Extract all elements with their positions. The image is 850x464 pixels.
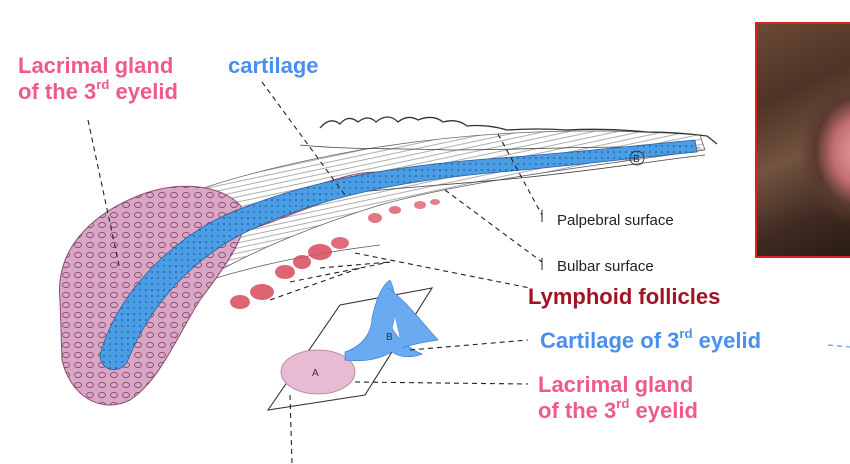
leader-lines — [87, 81, 850, 464]
bulbar-surface-label: Bulbar surface — [557, 258, 654, 275]
schematic-letter-b: B — [386, 332, 393, 343]
cartilage-3rd-eyelid-label: Cartilage of 3rd eyelid — [540, 325, 762, 353]
palpebral-surface-label: Palpebral surface — [557, 212, 674, 229]
drawing-letter-b: B — [633, 154, 640, 165]
cartilage-label: cartilage — [228, 53, 319, 78]
lacrimal-gland-label-top: Lacrimal gland of the 3rd eyelid — [18, 53, 178, 104]
lymphoid-follicles-label: Lymphoid follicles — [528, 284, 721, 309]
eye-photo-inset — [755, 22, 850, 258]
lacrimal-gland-label-bottom: Lacrimal gland of the 3rd eyelid — [538, 372, 698, 423]
drawing-letter-a: A — [312, 368, 319, 379]
connective-tissue — [79, 130, 706, 321]
conjunctiva-outline — [319, 116, 718, 145]
third-eyelid-schematic: A B — [266, 279, 439, 411]
lymphoid-follicles — [230, 199, 440, 309]
